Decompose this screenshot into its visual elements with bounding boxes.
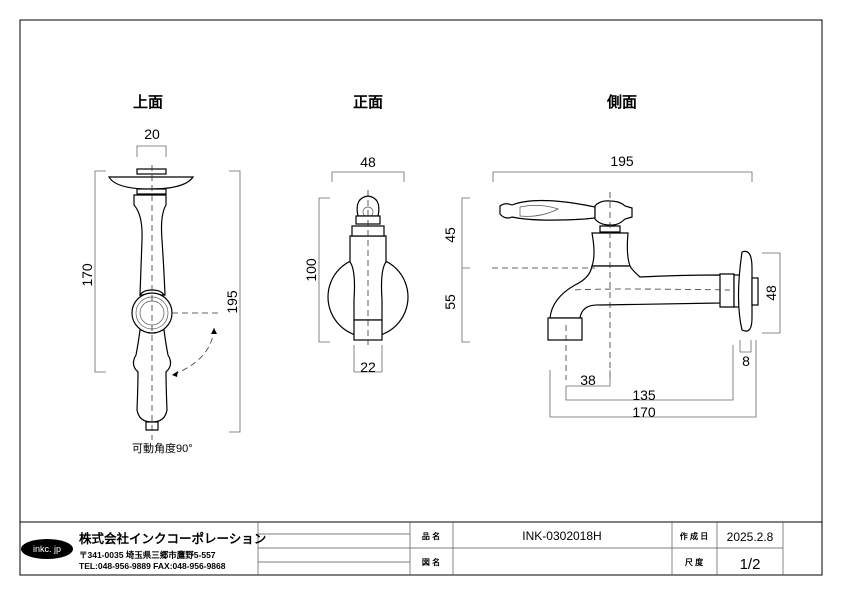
- front-view-title: 正面: [353, 94, 383, 111]
- top-view-title: 上面: [133, 94, 163, 111]
- side-view-title: 側面: [606, 93, 637, 111]
- side-view: 側面 195 45 55 48 8 38 135 170: [442, 93, 781, 420]
- logo-text: inkc. jp: [33, 544, 61, 554]
- front-view: 正面 48 100 22: [303, 94, 409, 375]
- product-name-value: INK-0302018H: [522, 529, 601, 543]
- scale-label: 尺 度: [685, 557, 704, 567]
- side-spout-dim: 38: [580, 372, 596, 388]
- company-name: 株式会社インクコーポレーション: [79, 531, 266, 546]
- scale-value: 1/2: [740, 556, 761, 573]
- side-total-dim: 195: [610, 153, 634, 169]
- side-length-dim: 170: [632, 404, 656, 420]
- date-label: 作 成 日: [680, 531, 708, 541]
- company-address: 〒341-0035 埼玉県三郷市鷹野5-557: [79, 550, 216, 560]
- front-height-dim: 100: [303, 258, 319, 282]
- top-width-dim: 20: [144, 126, 160, 142]
- rotation-angle-note: 可動角度90°: [132, 441, 193, 455]
- top-total-dim: 195: [224, 290, 240, 314]
- title-block: inkc. jp 株式会社インクコーポレーション 〒341-0035 埼玉県三郷…: [19, 521, 823, 576]
- side-thickness-dim: 8: [742, 353, 750, 369]
- side-flange-dim: 48: [763, 285, 779, 301]
- front-width-dim: 48: [360, 154, 376, 170]
- drawing-name-label: 図 名: [422, 557, 440, 567]
- side-reach-dim: 135: [632, 387, 656, 403]
- side-lower-dim: 55: [442, 294, 458, 310]
- front-bottom-dim: 22: [360, 359, 376, 375]
- top-view: 上面 20 170 195 可動角度90°: [79, 94, 241, 455]
- date-value: 2025.2.8: [727, 530, 774, 544]
- side-upper-dim: 45: [442, 227, 458, 243]
- company-contact: TEL:048-956-9889 FAX:048-956-9868: [79, 561, 226, 571]
- product-name-label: 品 名: [422, 531, 440, 541]
- top-height-dim: 170: [79, 263, 95, 287]
- company-logo: [21, 539, 73, 559]
